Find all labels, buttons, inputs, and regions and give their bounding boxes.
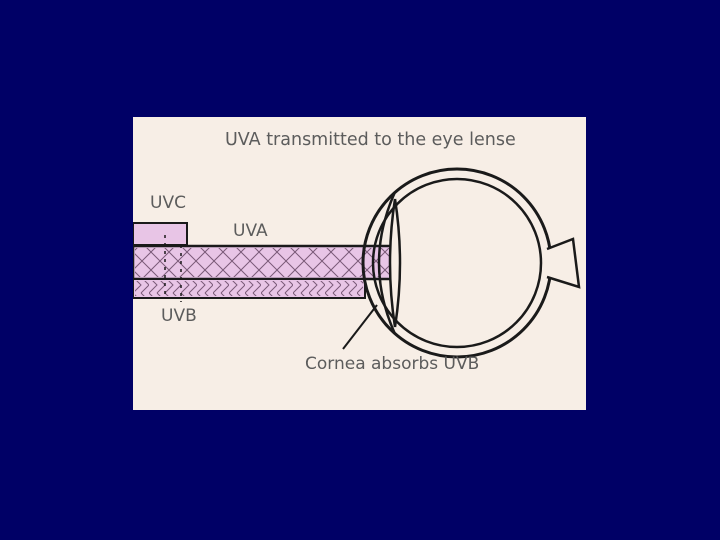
uvb-label: UVB xyxy=(161,306,197,326)
diagram-canvas xyxy=(133,117,586,410)
cornea xyxy=(377,191,397,335)
cornea-label: Cornea absorbs UVB xyxy=(305,354,480,374)
eyeball-inner xyxy=(371,177,543,349)
lens xyxy=(388,198,402,328)
uvc-beam xyxy=(133,222,188,246)
diagram-title: UVA transmitted to the eye lense xyxy=(225,130,516,150)
optic-nerve xyxy=(546,237,581,289)
uva-beam-hatch xyxy=(135,248,392,277)
cornea-pointer xyxy=(342,304,378,350)
uvb-beam-hatch xyxy=(135,281,363,296)
eye-uv-diagram: UVA transmitted to the eye lense UVC UVA… xyxy=(133,117,586,410)
uva-label: UVA xyxy=(233,221,268,241)
uvc-label: UVC xyxy=(150,193,186,213)
